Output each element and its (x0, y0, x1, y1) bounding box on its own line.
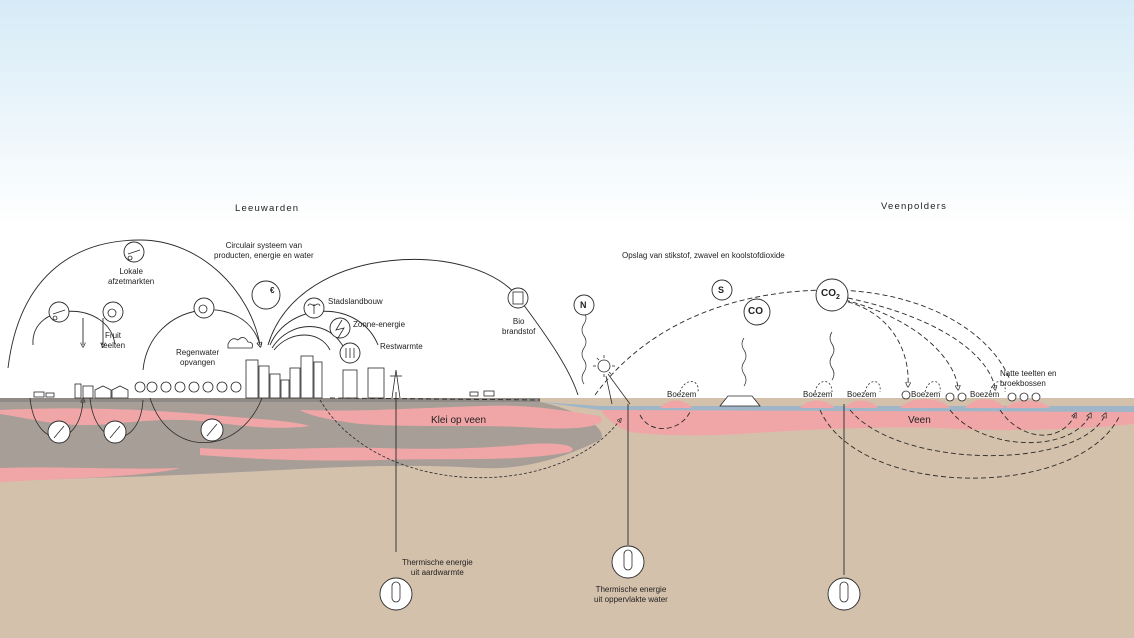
label-boezem-5: Boezem (970, 390, 1000, 399)
label-boezem-1: Boezem (667, 390, 697, 399)
cows (33, 390, 495, 398)
label-veen: Veen (908, 415, 931, 426)
label-circulair-systeem: Circulair systeem van producten, energie… (214, 241, 314, 260)
sun-icon (593, 355, 631, 405)
thermometer-icon-1 (379, 577, 413, 611)
label-regenwater: Regenwater opvangen (176, 348, 220, 367)
sky (0, 0, 1134, 410)
label-boezem-4: Boezem (911, 390, 941, 399)
region-title-veenpolders: Veenpolders (881, 201, 948, 212)
geothermal-lines (395, 392, 845, 575)
label-bio-brandstof: Bio brandstof (502, 317, 536, 336)
label-klei-op-veen: Klei op veen (431, 415, 487, 426)
symbol-co2: CO2 (821, 289, 840, 303)
rain-cloud-icon (227, 337, 253, 349)
symbol-euro: € (270, 286, 275, 295)
symbol-co: CO (748, 306, 763, 317)
fruit-icon (102, 301, 124, 323)
symbol-n: N (580, 300, 587, 310)
nitrogen-icon (573, 294, 595, 316)
label-boezem-3: Boezem (847, 390, 877, 399)
emission-waves (581, 311, 835, 387)
solar-energy-icon (329, 317, 351, 339)
village (74, 381, 242, 399)
co-icon (743, 298, 771, 326)
label-restwarmte: Restwarmte (380, 342, 423, 351)
peat-layer-3 (200, 443, 573, 461)
sulfur-icon (711, 279, 733, 301)
water-surface (540, 402, 1134, 412)
label-fruit-teelten: Fruit teelten (101, 331, 126, 350)
thermometer-icon-3 (827, 577, 861, 611)
label-zonne-energie: Zonne-energie (353, 320, 406, 329)
peat-veen (600, 408, 1134, 436)
peat-layer-2 (300, 405, 602, 429)
ground-surface (0, 398, 540, 402)
symbol-co2-main: CO (821, 288, 836, 299)
biofuel-icon (507, 287, 529, 309)
city-buildings (245, 355, 402, 399)
label-stadslandbouw: Stadslandbouw (328, 297, 383, 306)
farm-building (719, 395, 761, 407)
label-thermische-aardwarmte: Thermische energie uit aardwarmte (402, 558, 473, 577)
label-opslag: Opslag van stikstof, zwavel en koolstofd… (622, 251, 785, 260)
peat-layer-4 (0, 467, 180, 482)
circular-system-icon (251, 280, 281, 310)
fruit-icon-2 (193, 297, 215, 319)
label-natte-teelten: Natte teelten en broekbossen (1000, 369, 1057, 388)
label-lokale-afzetmarkten: Lokale afzetmarkten (108, 267, 155, 286)
symbol-co2-sub: 2 (836, 294, 840, 301)
co2-icon (815, 278, 849, 312)
trees-right (901, 390, 1041, 402)
label-boezem-2: Boezem (803, 390, 833, 399)
thermometer-icon-2 (611, 545, 645, 579)
region-title-leeuwarden: Leeuwarden (235, 203, 300, 214)
symbol-s: S (718, 285, 725, 295)
label-thermische-oppervlaktewater: Thermische energie uit oppervlakte water (594, 585, 668, 604)
